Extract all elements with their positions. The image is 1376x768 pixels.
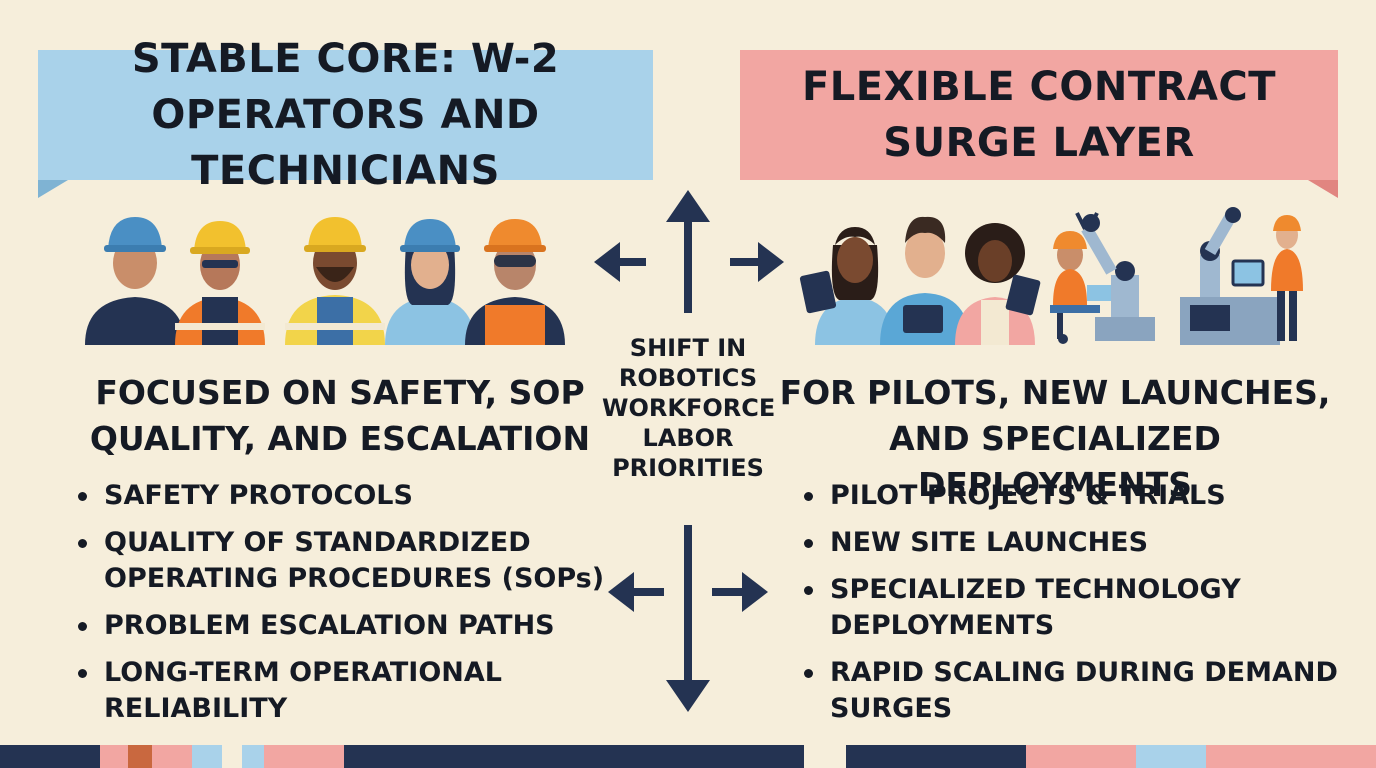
- bullet-sop-quality: QUALITY OF STANDARDIZED OPERATING PROCED…: [76, 525, 646, 597]
- stable-core-heading: FOCUSED ON SAFETY, SOP QUALITY, AND ESCA…: [89, 373, 591, 458]
- construction-workers-illustration: [85, 217, 565, 345]
- bullet-pilot-projects: PILOT PROJECTS & TRIALS: [802, 478, 1342, 514]
- bullet-escalation-paths: PROBLEM ESCALATION PATHS: [76, 608, 646, 644]
- technician-laptop-icon: [1050, 231, 1111, 344]
- worker-yellow-hat-vest-icon: [175, 221, 265, 345]
- bottom-decorative-stripe: [0, 745, 1376, 768]
- worker-beard-icon: [285, 217, 385, 345]
- bullet-safety-protocols: SAFETY PROTOCOLS: [76, 478, 646, 514]
- surge-layer-heading: FOR PILOTS, NEW LAUNCHES, AND SPECIALIZE…: [779, 373, 1331, 504]
- worker-blue-hat-icon: [85, 217, 185, 345]
- arrow-down-icon: [666, 525, 710, 712]
- banner-tail-right: [1308, 180, 1338, 198]
- banner-tail-left: [38, 180, 68, 198]
- arrow-left-upper-icon: [594, 242, 646, 282]
- robot-workstation-icon: [1180, 207, 1303, 345]
- robot-arm-icon: [1075, 212, 1155, 341]
- surge-layer-title: FLEXIBLE CONTRACT SURGE LAYER: [801, 64, 1277, 166]
- stable-core-title: STABLE CORE: W-2 OPERATORS AND TECHNICIA…: [131, 36, 560, 194]
- contractor-man-tablet-icon: [880, 216, 970, 345]
- center-shift-label: SHIFT IN ROBOTICS WORKFORCE LABOR PRIORI…: [602, 334, 776, 482]
- contractor-curly-hair-icon: [955, 223, 1041, 345]
- arrow-up-icon: [666, 190, 710, 313]
- bullet-rapid-scaling: RAPID SCALING DURING DEMAND SURGES: [802, 655, 1342, 727]
- bullet-site-launches: NEW SITE LAUNCHES: [802, 525, 1342, 561]
- worker-orange-hat-goggles-icon: [465, 219, 565, 345]
- arrow-right-upper-icon: [730, 242, 784, 282]
- worker-woman-blue-hat-icon: [385, 219, 475, 345]
- bullet-specialized-deployments: SPECIALIZED TECHNOLOGY DEPLOYMENTS: [802, 572, 1342, 644]
- surge-layer-bullet-list: PILOT PROJECTS & TRIALS NEW SITE LAUNCHE…: [802, 478, 1342, 738]
- stable-core-banner: STABLE CORE: W-2 OPERATORS AND TECHNICIA…: [38, 36, 653, 194]
- contractors-and-robots-illustration: [799, 207, 1303, 345]
- stable-core-bullet-list: SAFETY PROTOCOLS QUALITY OF STANDARDIZED…: [76, 478, 646, 738]
- bullet-operational-reliability: LONG-TERM OPERATIONAL RELIABILITY: [76, 655, 646, 727]
- arrow-right-lower-icon: [712, 572, 768, 612]
- contractor-woman-tablet-icon: [799, 227, 895, 345]
- surge-layer-banner: FLEXIBLE CONTRACT SURGE LAYER: [740, 50, 1338, 180]
